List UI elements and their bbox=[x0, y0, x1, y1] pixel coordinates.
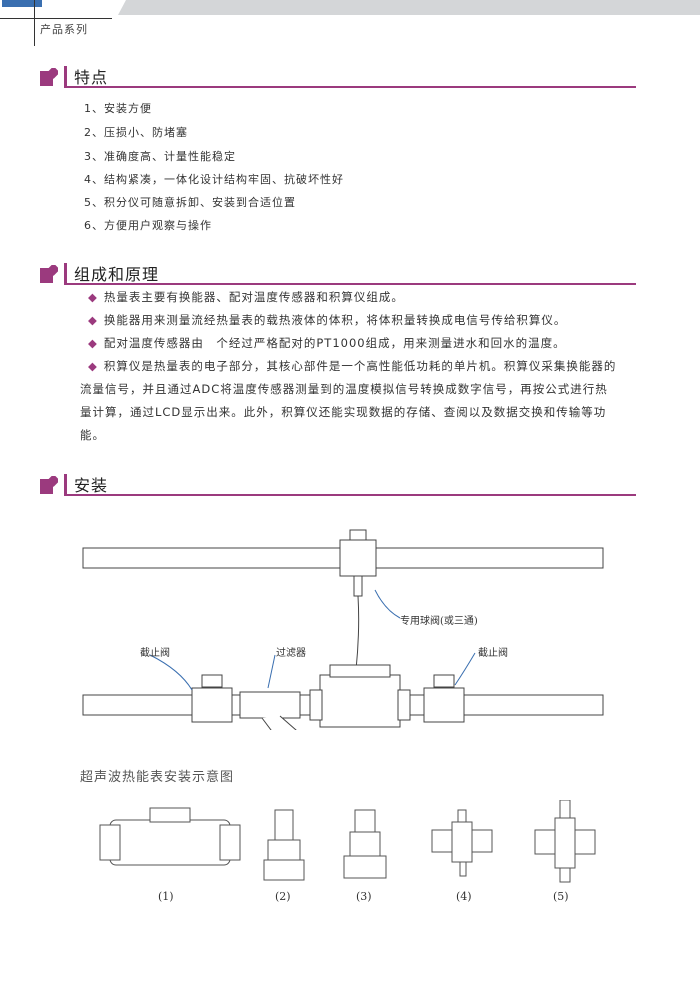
section-title: 组成和原理 bbox=[74, 265, 160, 284]
part-label: (4) bbox=[456, 890, 472, 903]
part-flow-meter bbox=[99, 807, 241, 866]
paragraph: ◆ 配对温度传感器由 个经过严格配对的PT1000组成，用来测量进水和回水的温度。 bbox=[80, 332, 620, 355]
part-ball-valve bbox=[431, 809, 493, 877]
stop-valve-right bbox=[423, 674, 465, 723]
diamond-bullet-icon: ◆ bbox=[88, 359, 98, 373]
list-item: 6、方便用户观察与操作 bbox=[84, 219, 212, 232]
ball-valve-label: 专用球阀(或三通) bbox=[400, 616, 478, 627]
paragraph: ◆ 换能器用来测量流经热量表的载热液体的体积，将体积量转换成电信号传给积算仪。 bbox=[80, 309, 620, 332]
divider bbox=[34, 0, 35, 46]
paragraph-text: 配对温度传感器由 个经过严格配对的PT1000组成，用来测量进水和回水的温度。 bbox=[103, 336, 566, 350]
part-label: (3) bbox=[356, 890, 372, 903]
product-series-label: 产品系列 bbox=[40, 23, 88, 36]
paragraph-text: 积算仪是热量表的电子部分，其核心部件是一个高性能低功耗的单片机。积算仪采集换能器… bbox=[80, 359, 617, 442]
section-icon bbox=[40, 265, 58, 283]
installation-diagram bbox=[82, 529, 604, 730]
section-title: 特点 bbox=[74, 68, 109, 87]
part-label: (1) bbox=[158, 890, 174, 903]
divider bbox=[0, 18, 112, 19]
stop-valve-right-label: 截止阀 bbox=[478, 648, 508, 659]
section-title: 安装 bbox=[74, 476, 109, 495]
part-label: (5) bbox=[553, 890, 569, 903]
paragraph: ◆ 热量表主要有换能器、配对温度传感器和积算仪组成。 bbox=[80, 286, 620, 309]
list-item: 2、压损小、防堵塞 bbox=[84, 126, 188, 139]
section-heading-principle: 组成和原理 bbox=[40, 263, 640, 287]
list-item: 5、积分仪可随意拆卸、安装到合适位置 bbox=[84, 196, 296, 209]
section-icon bbox=[40, 476, 58, 494]
filter bbox=[239, 691, 301, 730]
diamond-bullet-icon: ◆ bbox=[88, 336, 98, 350]
paragraph-text: 热量表主要有换能器、配对温度传感器和积算仪组成。 bbox=[103, 290, 404, 304]
stop-valve-left bbox=[191, 674, 233, 723]
list-item: 3、准确度高、计量性能稳定 bbox=[84, 150, 236, 163]
part-sensor-3 bbox=[343, 809, 387, 879]
list-item: 4、结构紧凑，一体化设计结构牢固、抗破坏性好 bbox=[84, 173, 344, 186]
part-tee bbox=[534, 800, 596, 883]
header-bar bbox=[118, 0, 700, 15]
diamond-bullet-icon: ◆ bbox=[88, 290, 98, 304]
stop-valve-left-label: 截止阀 bbox=[140, 648, 170, 659]
flow-meter bbox=[309, 664, 411, 728]
list-item: 1、安装方便 bbox=[84, 102, 152, 115]
filter-label: 过滤器 bbox=[276, 648, 306, 659]
component-illustrations bbox=[99, 800, 596, 883]
part-sensor-2 bbox=[263, 809, 305, 881]
section-heading-features: 特点 bbox=[40, 66, 640, 90]
section-icon bbox=[40, 68, 58, 86]
diamond-bullet-icon: ◆ bbox=[88, 313, 98, 327]
paragraph-text: 换能器用来测量流经热量表的载热液体的体积，将体积量转换成电信号传给积算仪。 bbox=[103, 313, 567, 327]
sensor-cable bbox=[355, 595, 360, 671]
part-label: (2) bbox=[275, 890, 291, 903]
section-heading-installation: 安装 bbox=[40, 474, 640, 498]
ball-valve-top bbox=[339, 529, 377, 597]
paragraph: ◆积算仪是热量表的电子部分，其核心部件是一个高性能低功耗的单片机。积算仪采集换能… bbox=[80, 355, 620, 447]
logo bbox=[2, 0, 42, 7]
diagram-caption: 超声波热能表安装示意图 bbox=[80, 770, 235, 785]
